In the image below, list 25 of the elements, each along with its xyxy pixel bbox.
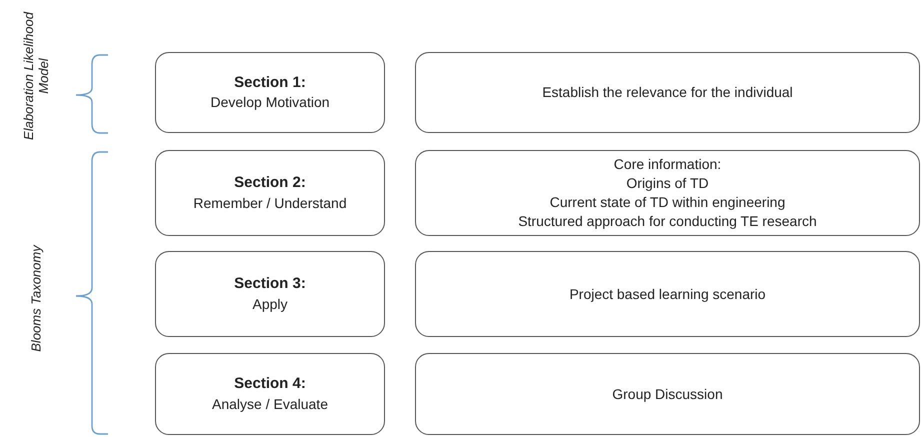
section-title: Remember / Understand — [193, 194, 347, 213]
content-text: Current state of TD within engineering — [550, 193, 786, 212]
section-heading: Section 3: — [234, 274, 306, 294]
section-box — [155, 150, 385, 236]
content-text: Project based learning scenario — [569, 284, 766, 304]
group-label: Elaboration Likelihood Model — [21, 10, 51, 142]
content-box — [415, 251, 920, 337]
content-box — [415, 150, 920, 236]
section-title: Analyse / Evaluate — [212, 394, 328, 414]
section-title: Apply — [252, 294, 288, 314]
content-text: Group Discussion — [612, 384, 723, 404]
section-box — [155, 353, 385, 435]
section-box — [155, 52, 385, 133]
content-text: Structured approach for conducting TE research — [518, 212, 817, 231]
group-label: Blooms Taxonomy — [28, 244, 44, 354]
section-title: Develop Motivation — [210, 93, 330, 112]
content-box — [415, 52, 920, 133]
content-text: Establish the relevance for the individual — [542, 83, 793, 102]
section-heading: Section 1: — [234, 72, 306, 93]
section-box — [155, 251, 385, 337]
section-heading: Section 4: — [234, 374, 306, 394]
section-heading: Section 2: — [234, 173, 306, 194]
content-heading: Core information: — [614, 155, 722, 174]
content-text: Origins of TD — [626, 174, 709, 193]
content-box — [415, 353, 920, 435]
